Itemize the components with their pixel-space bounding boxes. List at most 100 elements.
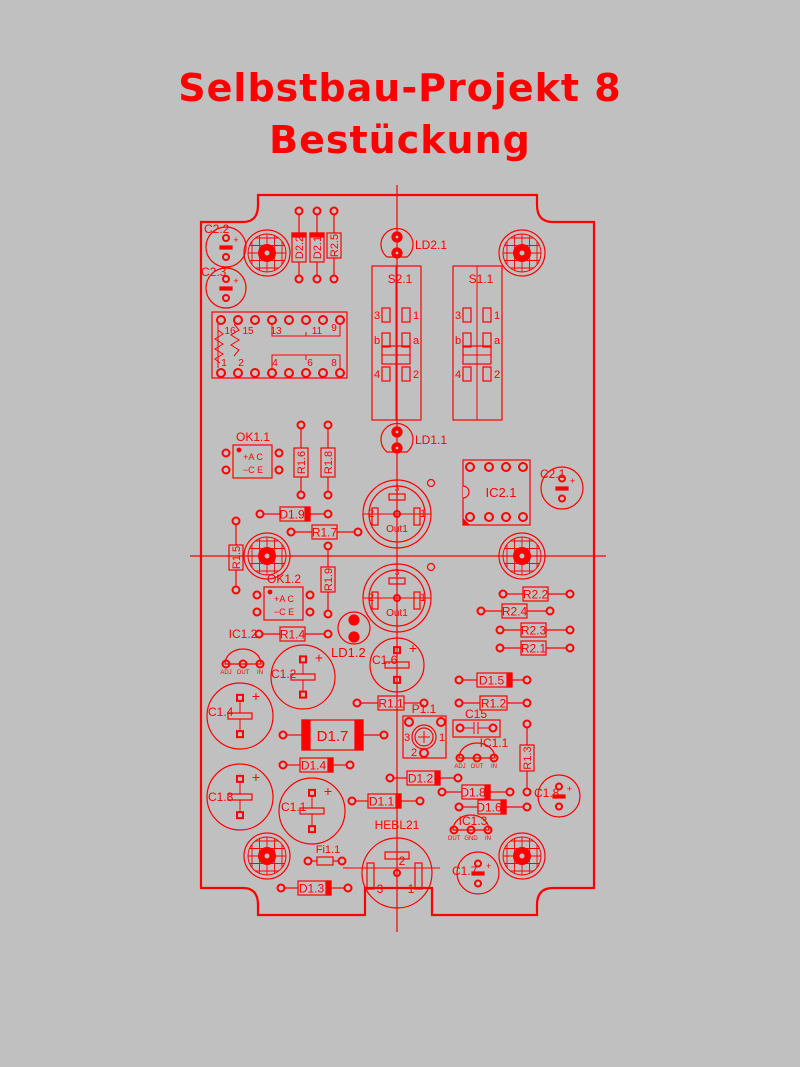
- pad: [296, 420, 306, 430]
- label-plus: +: [324, 783, 332, 799]
- label-plus: +: [233, 235, 238, 245]
- pad: [250, 315, 260, 325]
- switch-contact: [381, 366, 391, 382]
- cathode-band: [309, 232, 325, 238]
- label-c12: C1.2: [271, 667, 297, 681]
- mounting-hole: [498, 532, 546, 580]
- pad: [522, 719, 532, 729]
- mount-pad: [426, 478, 436, 488]
- pad: [255, 659, 265, 669]
- label-p3: 3: [374, 310, 380, 322]
- label-ok12: OK1.2: [267, 572, 301, 586]
- label-k6: 6: [307, 358, 313, 369]
- pad: [455, 723, 465, 733]
- label-p1: 1: [420, 592, 426, 604]
- switch-contact: [401, 366, 411, 382]
- label-r12: R1.2: [481, 697, 507, 711]
- hole-ring: [498, 832, 546, 880]
- square-pad: [308, 788, 316, 797]
- connector-pin: [384, 851, 410, 860]
- label-p11: P1.1: [412, 702, 437, 716]
- pad: [323, 509, 333, 519]
- connector-pin: [371, 507, 379, 526]
- switch-contact: [381, 332, 391, 348]
- switch-contact: [401, 307, 411, 323]
- relay-body: [211, 311, 348, 379]
- pad: [318, 368, 328, 378]
- component-r14: [279, 626, 306, 642]
- label-p2: 2: [399, 854, 406, 868]
- connector-pin: [388, 577, 406, 585]
- label-plus: +: [315, 650, 323, 666]
- pad: [498, 589, 508, 599]
- label-c17: C1.7: [452, 864, 478, 878]
- pad: [404, 717, 414, 727]
- mount-pad: [426, 562, 436, 572]
- pad: [466, 825, 476, 835]
- pad: [474, 859, 482, 868]
- pad: [329, 206, 339, 216]
- square-pad: [308, 825, 316, 834]
- pad: [419, 748, 429, 758]
- pad: [323, 629, 333, 639]
- label-r16: R1.6: [296, 451, 308, 474]
- switch-contact: [462, 307, 472, 323]
- pad: [558, 494, 566, 503]
- pad: [254, 629, 264, 639]
- pad: [555, 802, 563, 811]
- optocoupler-ok11: [232, 444, 273, 479]
- pad: [222, 275, 230, 283]
- hole-drill: [264, 553, 270, 559]
- label-ic12: IC1.2: [229, 627, 258, 641]
- square-pad: [299, 690, 307, 699]
- component-r17: [311, 524, 338, 540]
- regulator-ic12: [224, 648, 262, 665]
- connector-pin: [366, 862, 375, 890]
- switch-contact: [401, 332, 411, 348]
- pad: [294, 274, 304, 284]
- label-c13: C1.3: [208, 790, 234, 804]
- label-p3: 3: [455, 310, 461, 322]
- cathode-band: [506, 672, 513, 688]
- label-p2: 2: [368, 592, 374, 604]
- capacitor-c15: [452, 719, 501, 738]
- capacitor-c12: [270, 644, 336, 710]
- pad: [276, 883, 286, 893]
- label-pb: b: [374, 335, 380, 347]
- pad: [296, 490, 306, 500]
- label-adj: ADJ: [220, 670, 231, 676]
- label-d18: D1.8: [460, 786, 486, 800]
- label-out: OUT: [237, 670, 250, 676]
- pad: [255, 509, 265, 519]
- label-ld12: LD1.2: [331, 645, 366, 660]
- switch-contact: [462, 366, 472, 382]
- component-r13: [519, 744, 535, 772]
- label-d16: D1.6: [476, 801, 502, 815]
- pad: [484, 512, 494, 522]
- pad: [455, 753, 465, 763]
- component-r21: [520, 640, 547, 656]
- hole-ring: [243, 229, 291, 277]
- pad: [286, 527, 296, 537]
- label-plus: +: [252, 688, 260, 704]
- pad: [555, 782, 563, 791]
- pad: [347, 796, 357, 806]
- label-oka: +A C: [274, 594, 294, 604]
- cathode-band: [434, 770, 441, 786]
- led-ld12: [337, 611, 371, 645]
- cap-symbol: [219, 245, 233, 250]
- connector-hebl21: [361, 837, 433, 909]
- label-p3: 3: [395, 568, 400, 577]
- pad: [267, 368, 277, 378]
- label-c15: C15: [465, 707, 487, 721]
- label-in: IN: [257, 670, 263, 676]
- board-outline: [199, 193, 596, 917]
- trimmer-p11: [402, 715, 447, 759]
- pad: [501, 512, 511, 522]
- cathode-band: [291, 232, 307, 238]
- pad: [303, 856, 313, 866]
- title-line-2: Bestückung: [269, 118, 531, 162]
- label-p1: 1: [439, 732, 445, 744]
